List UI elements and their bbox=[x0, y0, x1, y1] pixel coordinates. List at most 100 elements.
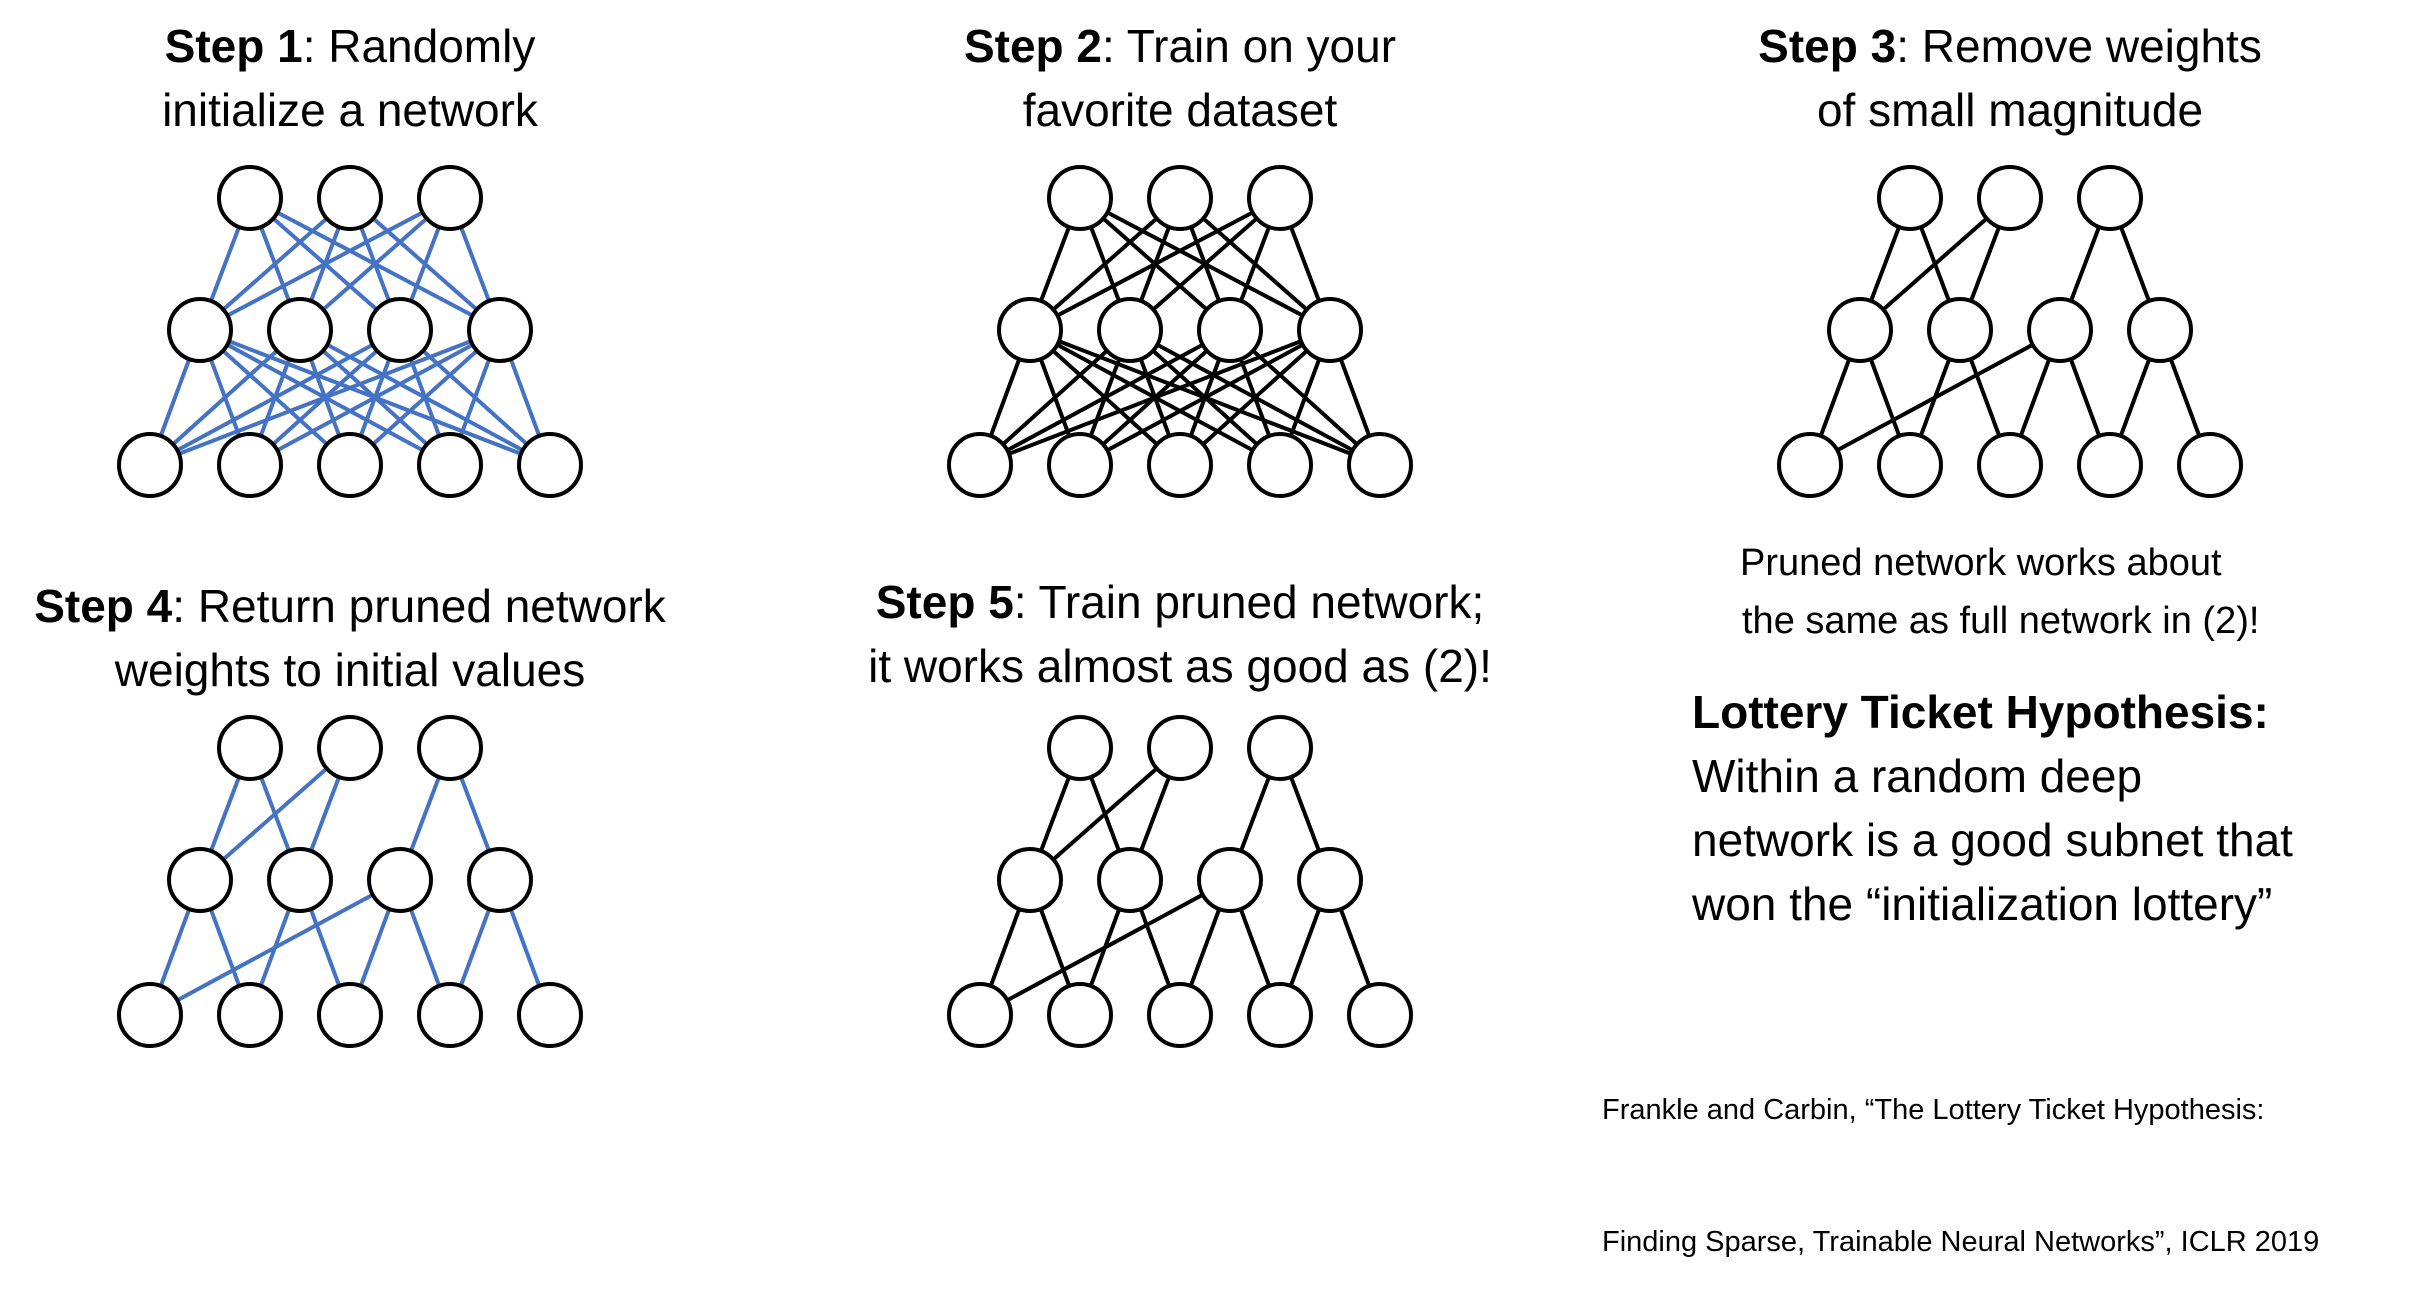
step-1-text-line1: : Randomly bbox=[302, 20, 536, 72]
edge-bottom-1-0 bbox=[978, 328, 1132, 467]
neuron-l1-n2 bbox=[1197, 297, 1263, 363]
neuron-l1-n2 bbox=[1197, 847, 1263, 913]
neuron-l1-n3 bbox=[467, 847, 533, 913]
edge-bottom-3-1 bbox=[248, 328, 502, 467]
edge-top-1-0 bbox=[1858, 196, 2012, 332]
neuron-l1-n3 bbox=[1297, 297, 1363, 363]
lottery-ticket-hypothesis: Lottery Ticket Hypothesis: Within a rand… bbox=[1692, 680, 2293, 936]
step-2-caption: Step 2: Train on your favorite dataset bbox=[870, 14, 1490, 142]
neuron-l1-n2 bbox=[367, 297, 433, 363]
neuron-l0-n2 bbox=[417, 165, 483, 231]
edge-top-1-0 bbox=[1028, 746, 1182, 882]
neuron-l1-n1 bbox=[1097, 297, 1163, 363]
neuron-l1-n1 bbox=[267, 297, 333, 363]
edge-top-2-0 bbox=[198, 196, 452, 332]
neuron-l0-n0 bbox=[217, 165, 283, 231]
step-2-text-line1: : Train on your bbox=[1102, 20, 1397, 72]
step-2-text-line2: favorite dataset bbox=[1022, 84, 1338, 136]
edge-bottom-3-2 bbox=[1178, 328, 1332, 467]
edge-bottom-3-1 bbox=[1078, 328, 1332, 467]
edge-bottom-2-0 bbox=[1808, 328, 2062, 467]
citation: Frankle and Carbin, “The Lottery Ticket … bbox=[1602, 1000, 2319, 1308]
edge-bottom-1-0 bbox=[148, 328, 302, 467]
step-1-text-line2: initialize a network bbox=[162, 84, 538, 136]
neuron-l2-n0 bbox=[117, 432, 183, 498]
step-4-text-line1: : Return pruned network bbox=[172, 580, 666, 632]
neuron-l2-n1 bbox=[1047, 982, 1113, 1048]
neuron-l2-n0 bbox=[947, 432, 1013, 498]
citation-line1: Frankle and Carbin, “The Lottery Ticket … bbox=[1602, 1094, 2265, 1126]
step-5-caption: Step 5: Train pruned network; it works a… bbox=[810, 570, 1550, 698]
step-4-caption: Step 4: Return pruned network weights to… bbox=[0, 574, 700, 702]
neuron-l0-n1 bbox=[317, 715, 383, 781]
edge-top-2-1 bbox=[1128, 196, 1282, 332]
neuron-l1-n1 bbox=[1097, 847, 1163, 913]
neuron-l2-n4 bbox=[517, 982, 583, 1048]
step-1-caption: Step 1: Randomly initialize a network bbox=[40, 14, 660, 142]
neuron-l0-n1 bbox=[1147, 715, 1213, 781]
hypothesis-line3: won the “initialization lottery” bbox=[1692, 878, 2273, 930]
neuron-l2-n2 bbox=[317, 982, 383, 1048]
neuron-l0-n0 bbox=[1047, 165, 1113, 231]
neuron-l1-n0 bbox=[1827, 297, 1893, 363]
neuron-l2-n2 bbox=[1977, 432, 2043, 498]
neuron-l0-n2 bbox=[417, 715, 483, 781]
hypothesis-title: Lottery Ticket Hypothesis: bbox=[1692, 686, 2269, 738]
step-3-label: Step 3 bbox=[1758, 20, 1897, 72]
hypothesis-line1: Within a random deep bbox=[1692, 750, 2143, 802]
edge-top-2-1 bbox=[298, 196, 452, 332]
neuron-l2-n1 bbox=[1047, 432, 1113, 498]
neuron-l1-n0 bbox=[167, 297, 233, 363]
neuron-l1-n3 bbox=[467, 297, 533, 363]
pruned-note-line1: Pruned network works about bbox=[1740, 542, 2222, 584]
neuron-l0-n1 bbox=[1147, 165, 1213, 231]
edge-top-1-0 bbox=[198, 746, 352, 882]
neuron-l0-n0 bbox=[217, 715, 283, 781]
neuron-l2-n2 bbox=[1147, 982, 1213, 1048]
edge-bottom-2-0 bbox=[148, 878, 402, 1017]
edge-top-1-0 bbox=[198, 196, 352, 332]
edge-bottom-3-0 bbox=[148, 328, 502, 467]
neuron-l0-n0 bbox=[1877, 165, 1943, 231]
neuron-l2-n3 bbox=[2077, 432, 2143, 498]
pruned-note-line2: the same as full network in (2)! bbox=[1742, 600, 2260, 642]
neuron-l1-n2 bbox=[367, 847, 433, 913]
neuron-l0-n2 bbox=[1247, 165, 1313, 231]
edge-top-2-0 bbox=[1028, 196, 1282, 332]
neuron-l0-n2 bbox=[1247, 715, 1313, 781]
neuron-l2-n4 bbox=[1347, 982, 1413, 1048]
pruned-network-note: Pruned network works about the same as f… bbox=[1740, 534, 2259, 650]
edge-bottom-3-0 bbox=[978, 328, 1332, 467]
neuron-l1-n3 bbox=[2127, 297, 2193, 363]
edge-bottom-2-0 bbox=[148, 328, 402, 467]
neuron-l2-n4 bbox=[517, 432, 583, 498]
neuron-l2-n1 bbox=[217, 432, 283, 498]
step-2-network bbox=[947, 165, 1413, 498]
step-5-text-line1: : Train pruned network; bbox=[1013, 576, 1485, 628]
neuron-l2-n3 bbox=[417, 982, 483, 1048]
step-4-label: Step 4 bbox=[34, 580, 173, 632]
neuron-l0-n2 bbox=[2077, 165, 2143, 231]
neuron-l1-n2 bbox=[2027, 297, 2093, 363]
neuron-l2-n3 bbox=[1247, 432, 1313, 498]
step-1-network bbox=[117, 165, 583, 498]
neuron-l2-n1 bbox=[217, 982, 283, 1048]
step-1-label: Step 1 bbox=[164, 20, 303, 72]
neuron-l2-n0 bbox=[117, 982, 183, 1048]
neuron-l2-n2 bbox=[317, 432, 383, 498]
neuron-l2-n3 bbox=[1247, 982, 1313, 1048]
step-2-label: Step 2 bbox=[963, 20, 1102, 72]
step-5-text-line2: it works almost as good as (2)! bbox=[868, 640, 1492, 692]
neuron-l2-n3 bbox=[417, 432, 483, 498]
step-3-network bbox=[1777, 165, 2243, 498]
edge-bottom-3-2 bbox=[348, 328, 502, 467]
neuron-l2-n4 bbox=[1347, 432, 1413, 498]
step-4-network bbox=[117, 715, 583, 1048]
neuron-l1-n3 bbox=[1297, 847, 1363, 913]
neuron-l1-n0 bbox=[167, 847, 233, 913]
neuron-l2-n0 bbox=[947, 982, 1013, 1048]
edge-bottom-2-0 bbox=[978, 878, 1232, 1017]
neuron-l2-n2 bbox=[1147, 432, 1213, 498]
neuron-l2-n4 bbox=[2177, 432, 2243, 498]
neuron-l0-n1 bbox=[1977, 165, 2043, 231]
